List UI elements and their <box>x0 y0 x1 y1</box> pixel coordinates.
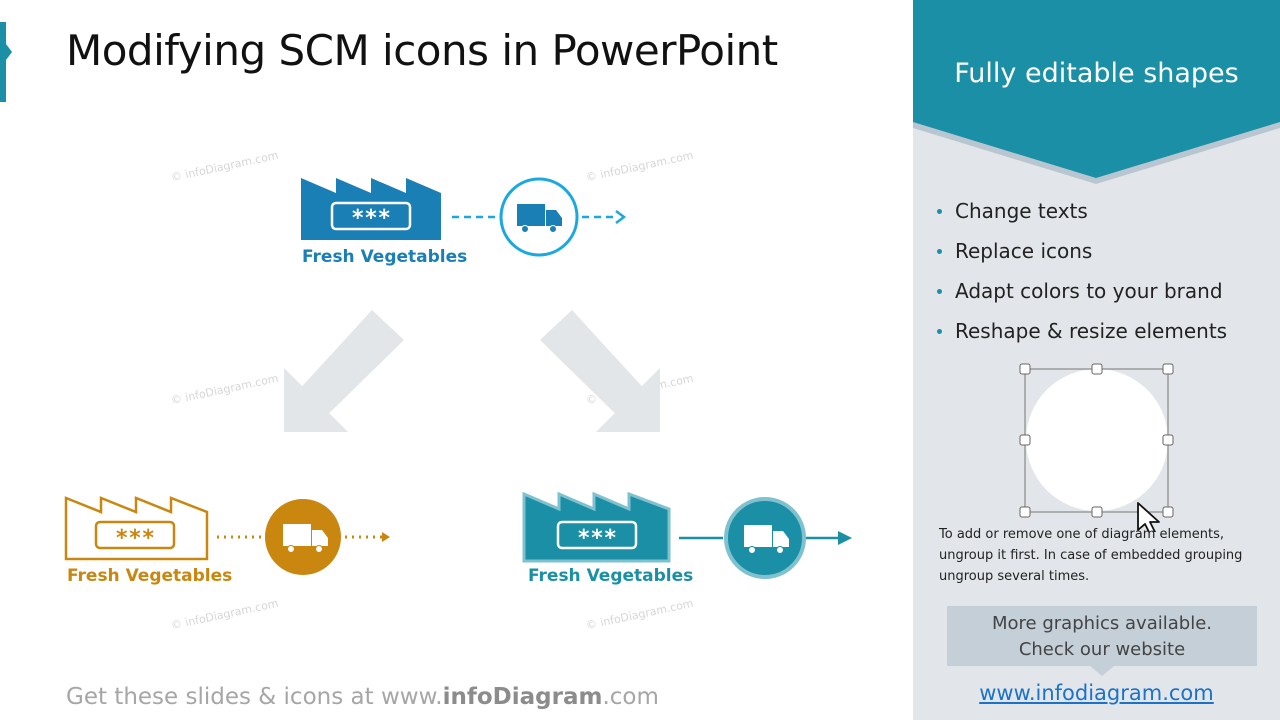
arrowhead-icon <box>838 531 852 545</box>
instruction-note: To add or remove one of diagram elements… <box>939 527 1243 584</box>
factory-label: Fresh Vegetables <box>528 566 694 586</box>
truck-icon <box>499 177 579 257</box>
factory-label: Fresh Vegetables <box>67 566 233 586</box>
footer-brand: infoDiagram <box>442 684 603 710</box>
factory-label: Fresh Vegetables <box>302 247 468 267</box>
feature-list: Change texts Replace icons Adapt colors … <box>935 196 1227 356</box>
resize-handles[interactable] <box>1019 363 1174 518</box>
list-item: Adapt colors to your brand <box>935 276 1227 316</box>
title-accent-tab <box>0 22 12 102</box>
arrowhead-icon <box>382 532 390 542</box>
factory-badge: *** <box>115 526 155 551</box>
cta-box: More graphics available. Check our websi… <box>947 606 1257 676</box>
arrowhead-icon <box>615 210 627 224</box>
side-panel: Fully editable shapes Change texts Repla… <box>913 0 1280 720</box>
factory-icon <box>522 491 671 563</box>
list-item: Reshape & resize elements <box>935 316 1227 356</box>
footer-text: Get these slides & icons at www.infoDiag… <box>66 684 659 710</box>
factory-badge: *** <box>577 526 617 551</box>
editable-shape-demo[interactable] <box>1018 362 1178 532</box>
diagram-canvas: *** *** *** <box>64 177 852 579</box>
panel-header-shape <box>913 0 1280 184</box>
footer-prefix: Get these slides & icons at www. <box>66 684 443 710</box>
list-item: Change texts <box>935 196 1227 236</box>
panel-title: Fully editable shapes <box>954 58 1239 89</box>
truck-icon <box>265 499 341 575</box>
arrow-down-left-icon <box>284 310 404 432</box>
arrow-down-right-icon <box>540 310 660 432</box>
factory-icon <box>64 496 209 561</box>
page-title: Modifying SCM icons in PowerPoint <box>66 26 778 75</box>
truck-icon <box>724 497 806 579</box>
list-item: Replace icons <box>935 236 1227 276</box>
factory-badge: *** <box>351 206 391 231</box>
cursor-icon <box>1137 502 1160 532</box>
website-link[interactable]: www.infodiagram.com <box>979 681 1214 705</box>
cta-line1: More graphics available. <box>992 613 1212 634</box>
factory-icon <box>301 178 441 240</box>
cta-line2: Check our website <box>1018 639 1186 660</box>
footer-suffix: .com <box>602 684 659 710</box>
